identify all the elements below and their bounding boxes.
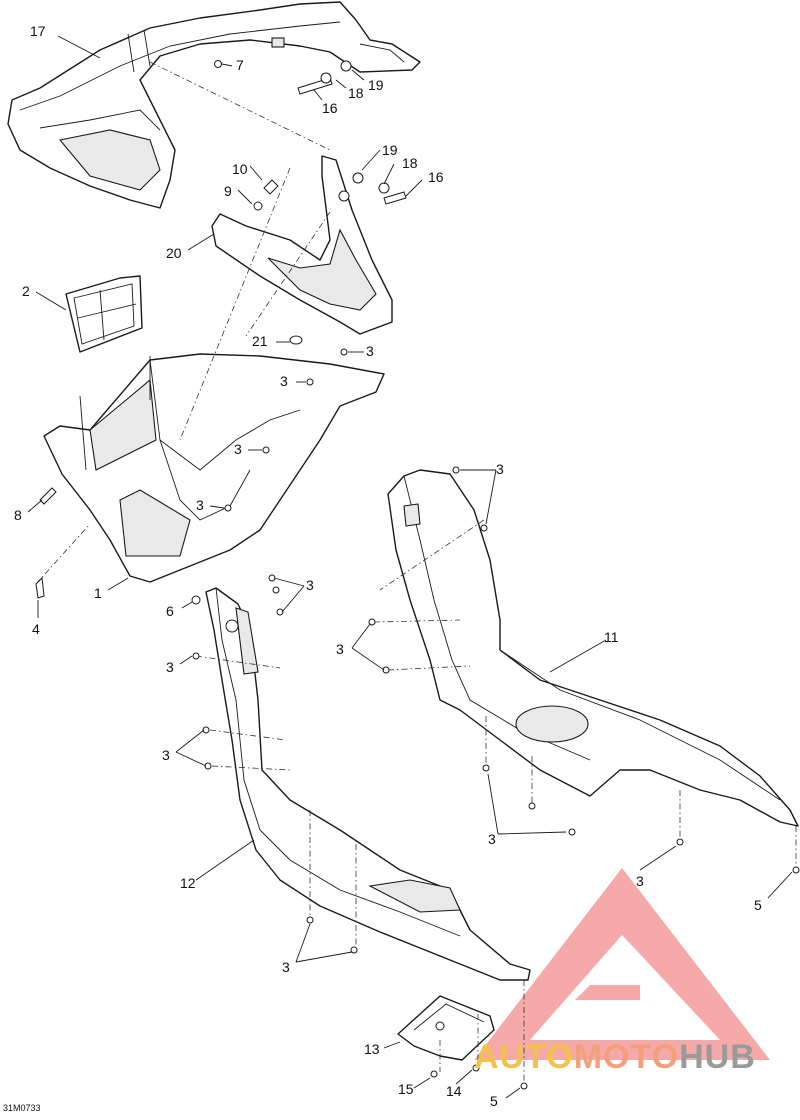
callout-20: 20: [166, 245, 182, 261]
brand-auto: AUTO: [474, 1038, 574, 1076]
callout-3-b: 3: [280, 373, 288, 389]
part-17-rear-upper-panel: [7, 1, 421, 209]
part-2-plate: [65, 275, 143, 353]
callout-6: 6: [166, 603, 174, 619]
callout-3-l: 3: [282, 959, 290, 975]
callout-2: 2: [22, 283, 30, 299]
part-12-left-side-panel: [205, 587, 531, 981]
callout-4: 4: [32, 621, 40, 637]
part-11-right-side-panel: [387, 469, 799, 827]
callout-5-bottom: 5: [490, 1093, 498, 1109]
callout-3-j: 3: [488, 831, 496, 847]
fasteners: [35, 60, 800, 1090]
callout-3-i: 3: [162, 747, 170, 763]
callout-14: 14: [446, 1083, 462, 1099]
callout-19-lower: 19: [382, 142, 398, 158]
callout-1: 1: [94, 585, 102, 601]
part-13-small-cover: [397, 995, 495, 1061]
callout-19-upper: 19: [368, 77, 384, 93]
callout-3-h: 3: [166, 659, 174, 675]
callout-10: 10: [232, 161, 248, 177]
leader-lines: [27, 35, 793, 1099]
watermark-brand-text: AUTOMOTOHUB: [474, 1038, 756, 1077]
callout-17: 17: [30, 23, 46, 39]
callout-7: 7: [236, 57, 244, 73]
callout-3-f: 3: [306, 577, 314, 593]
callout-13: 13: [364, 1041, 380, 1057]
part-1-front-body: [43, 353, 385, 583]
callout-3-e: 3: [196, 497, 204, 513]
callout-16-lower: 16: [428, 169, 444, 185]
callout-16-upper: 16: [322, 100, 338, 116]
brand-hub: HUB: [679, 1038, 756, 1076]
callout-3-k: 3: [636, 873, 644, 889]
callout-18-lower: 18: [402, 155, 418, 171]
callout-8: 8: [14, 507, 22, 523]
callout-11: 11: [604, 629, 619, 645]
callout-18-upper: 18: [348, 85, 364, 101]
callout-5-right: 5: [754, 897, 762, 913]
watermark-logo: [474, 868, 770, 1060]
callout-12: 12: [180, 875, 196, 891]
callout-15: 15: [398, 1081, 414, 1097]
callout-3-g: 3: [336, 641, 344, 657]
callout-labels: 17 7 16 18 19 19 18 16 10 9 20 2 21 3 3 …: [14, 23, 762, 1109]
callout-3-c: 3: [234, 441, 242, 457]
part-20-bracket: [211, 155, 393, 335]
figure-code: 31M0733: [3, 1103, 41, 1113]
callout-9: 9: [224, 183, 232, 199]
callout-3-d: 3: [496, 461, 504, 477]
callout-21: 21: [252, 333, 268, 349]
callout-3-a: 3: [366, 343, 374, 359]
brand-moto: MOTO: [573, 1038, 680, 1076]
centerlines: [35, 61, 797, 1084]
